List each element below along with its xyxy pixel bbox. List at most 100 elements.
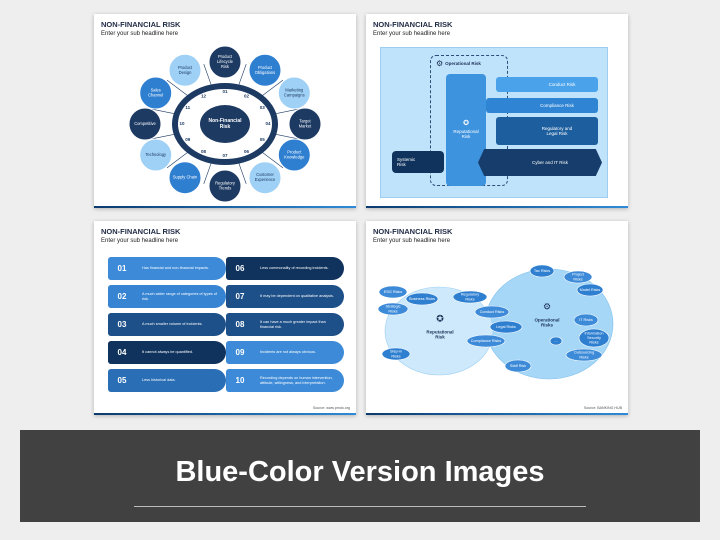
slide-thumbnail-list[interactable]: NON-FINANCIAL RISK Enter your sub headli…	[94, 221, 356, 415]
list-item-shape	[108, 313, 226, 336]
reputational-risk-box: ✪ Reputational Risk	[446, 74, 486, 186]
list-item-shape	[108, 369, 226, 392]
wheel-number: 10	[179, 121, 185, 126]
risk-bubble-label: Conduct Risks	[480, 310, 505, 314]
banner-title: Blue-Color Version Images	[175, 456, 545, 488]
wheel-number: 11	[185, 105, 190, 110]
list-item-text: A much wider range of categories of type…	[142, 291, 217, 301]
wheel-number: 09	[185, 137, 191, 142]
risk-bubble	[504, 359, 532, 373]
list-item-shape	[226, 285, 344, 308]
list-item-number: 03	[117, 320, 127, 329]
list-item-number: 05	[117, 376, 127, 385]
slide-title: NON-FINANCIAL RISK	[373, 227, 453, 236]
risk-bubble-label: Legal Risks	[496, 325, 516, 329]
slide-accent-bar	[366, 205, 628, 208]
wheel-item-circle	[168, 161, 202, 195]
caption-banner: Blue-Color Version Images	[20, 430, 700, 522]
risk-bubble	[529, 264, 555, 278]
wheel-item-circle	[277, 76, 311, 110]
list-item-text: Recording depends on human intervention,…	[260, 375, 333, 385]
wheel-number: 03	[260, 105, 266, 110]
list-item-shape	[226, 313, 344, 336]
risk-bubble	[573, 313, 599, 327]
wheel-item-circle	[139, 138, 173, 172]
slide-title: NON-FINANCIAL RISK	[373, 20, 453, 29]
risk-bubble	[405, 292, 439, 306]
list-item-number: 08	[235, 320, 245, 329]
risk-bubble	[452, 290, 488, 304]
wheel-item-circle	[128, 107, 162, 141]
wheel-item-circle	[248, 53, 282, 87]
risk-bubble-label: Tax Risks	[534, 269, 550, 273]
wheel-number: 08	[201, 149, 207, 154]
wheel-item-label: Supply Chain	[173, 175, 198, 180]
source-note: Source: www.pmdo.org	[312, 406, 350, 410]
wheel-number: 05	[260, 137, 266, 142]
wheel-item-circle	[208, 45, 242, 79]
risk-bubble-label: IT Risks	[579, 318, 593, 322]
slide-thumbnail-bubbles[interactable]: NON-FINANCIAL RISK Enter your sub headli…	[366, 221, 628, 415]
slide-subtitle: Enter your sub headline here	[101, 238, 179, 244]
wheel-number: 06	[244, 149, 250, 154]
wheel-number: 04	[265, 121, 271, 126]
slide-accent-bar	[366, 412, 628, 415]
award-icon: ✪	[436, 313, 444, 323]
wheel-number: 12	[201, 93, 207, 98]
wheel-item-circle	[288, 107, 322, 141]
list-item-text: It may be dependent on qualitative analy…	[260, 294, 334, 299]
risk-bubble	[489, 320, 523, 334]
award-icon: ✪	[463, 120, 469, 128]
risk-bubble-label: ESG Risks	[384, 290, 402, 294]
slide-thumbnail-wheel[interactable]: NON-FINANCIAL RISK Enter your sub headli…	[94, 14, 356, 208]
risk-bubble	[563, 270, 593, 284]
slide-accent-bar	[94, 412, 356, 415]
list-item-shape	[226, 341, 344, 364]
list-item-text: Less commonality of recording incidents.	[260, 266, 329, 271]
list-item-shape	[108, 285, 226, 308]
slide-thumbnail-layers[interactable]: NON-FINANCIAL RISK Enter your sub headli…	[366, 14, 628, 208]
source-note: Source: BANKING HUB	[583, 406, 622, 410]
slide-subtitle: Enter your sub headline here	[101, 31, 179, 37]
compliance-risk-box: Compliance Risk	[486, 98, 598, 113]
risk-bubble	[578, 328, 610, 348]
list-item-number: 04	[117, 348, 127, 357]
wheel-item-circle	[248, 161, 282, 195]
list-item-number: 01	[117, 264, 127, 273]
wheel-item-label: Technology	[145, 152, 167, 157]
wheel-number: 07	[222, 153, 228, 158]
risk-bubble	[466, 334, 506, 348]
list-item-number: 10	[235, 376, 245, 385]
gear-person-icon: ⚙	[543, 301, 551, 311]
banner-divider	[134, 506, 586, 507]
list-item-shape	[226, 257, 344, 280]
slide-title: NON-FINANCIAL RISK	[101, 20, 181, 29]
regulatory-legal-risk-box: Regulatory and Legal Risk	[496, 117, 598, 145]
risk-bubble	[565, 348, 603, 362]
list-item-10: 10 Recording depends on human interventio…	[226, 369, 344, 392]
risk-bubble-label: Business Risks	[409, 297, 435, 301]
slide-accent-bar	[94, 205, 356, 208]
list-item-number: 02	[117, 292, 127, 301]
wheel-item-circle	[277, 138, 311, 172]
